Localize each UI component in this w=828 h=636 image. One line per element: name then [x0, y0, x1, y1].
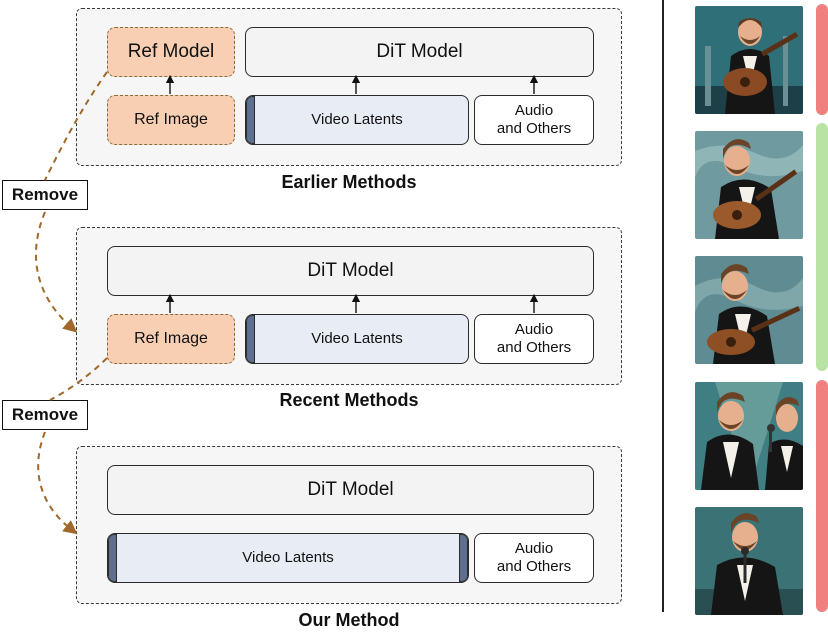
- singer-illustration: [695, 382, 803, 490]
- dit-model-box: DiT Model: [107, 465, 594, 515]
- remove-arrow-2: [37, 357, 108, 530]
- earlier-methods-panel: Ref Model DiT Model Ref Image Video Late…: [76, 8, 622, 166]
- latent-cap-left: [246, 315, 255, 363]
- audio-others-box: Audio and Others: [474, 533, 594, 583]
- guitarist-illustration: [695, 256, 803, 364]
- vertical-divider: [662, 0, 664, 612]
- thumbnail-singer-1: [695, 382, 803, 490]
- remove-arrow-1: [35, 71, 108, 328]
- remove-label-2: Remove: [2, 400, 88, 430]
- recent-methods-panel: DiT Model Ref Image Video Latents Audio …: [76, 227, 622, 385]
- latent-cap-left: [108, 534, 117, 582]
- status-bar-red: [816, 380, 828, 612]
- audio-others-box: Audio and Others: [474, 95, 594, 145]
- thumbnail-singer-2: [695, 507, 803, 615]
- ref-image-box: Ref Image: [107, 95, 235, 145]
- our-method-panel: DiT Model Video Latents Audio and Others: [76, 446, 622, 604]
- video-latents-box: Video Latents: [245, 95, 469, 145]
- dit-model-box: DiT Model: [107, 246, 594, 296]
- our-method-caption: Our Method: [298, 610, 400, 630]
- ref-image-box: Ref Image: [107, 314, 235, 364]
- video-latents-label: Video Latents: [242, 549, 334, 566]
- thumbnail-guitarist-3: [695, 256, 803, 364]
- status-bar-green: [816, 123, 828, 371]
- earlier-methods-caption: Earlier Methods: [281, 172, 417, 192]
- video-latents-box: Video Latents: [107, 533, 469, 583]
- latent-cap-right: [459, 534, 468, 582]
- video-latents-box: Video Latents: [245, 314, 469, 364]
- guitarist-illustration: [695, 131, 803, 239]
- remove-label-1: Remove: [2, 180, 88, 210]
- latent-cap-left: [246, 96, 255, 144]
- audio-others-box: Audio and Others: [474, 314, 594, 364]
- video-latents-label: Video Latents: [311, 111, 403, 128]
- guitarist-illustration: [695, 6, 803, 114]
- thumbnail-guitarist-1: [695, 6, 803, 114]
- singer-illustration: [695, 507, 803, 615]
- ref-model-box: Ref Model: [107, 27, 235, 77]
- thumbnail-guitarist-2: [695, 131, 803, 239]
- arrows-overlay: [35, 71, 539, 636]
- recent-methods-caption: Recent Methods: [279, 390, 419, 410]
- dit-model-box: DiT Model: [245, 27, 594, 77]
- status-bar-red: [816, 4, 828, 115]
- video-latents-label: Video Latents: [311, 330, 403, 347]
